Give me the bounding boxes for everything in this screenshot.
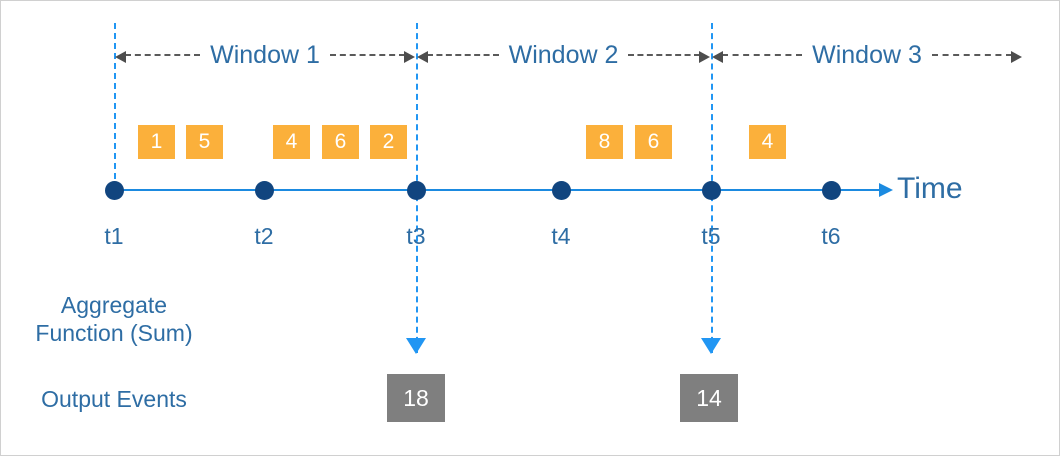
window-span-2: Window 2 — [417, 41, 711, 69]
timeline-tick-label-t5: t5 — [701, 223, 721, 249]
timeline-dot-t4 — [552, 181, 571, 200]
arrow-head-right-icon — [1011, 50, 1023, 63]
timeline-tick-label-t6: t6 — [821, 223, 841, 249]
window-label-3: Window 3 — [812, 41, 922, 69]
event-box: 4 — [749, 125, 786, 159]
event-box: 5 — [186, 125, 223, 159]
event-box: 6 — [322, 125, 359, 159]
timeline-tick-label-t1: t1 — [104, 223, 124, 249]
window-span-3: Window 3 — [712, 41, 1023, 69]
window-arrow-right-3 — [931, 50, 1023, 63]
output-box: 18 — [387, 374, 445, 422]
event-box: 2 — [370, 125, 407, 159]
window-arrow-left-3 — [712, 50, 803, 63]
timeline-dot-t2 — [255, 181, 274, 200]
aggregate-function-caption: Aggregate Function (Sum) — [35, 292, 193, 346]
window-arrow-right-1 — [329, 50, 416, 63]
event-box: 4 — [273, 125, 310, 159]
timeline-arrow-icon — [879, 183, 893, 197]
timeline-tick-label-t3: t3 — [406, 223, 426, 249]
output-events-caption: Output Events — [41, 386, 187, 412]
timeline-tick-label-t2: t2 — [254, 223, 274, 249]
output-arrow-head-icon-2 — [701, 338, 721, 354]
timeline-dot-t5 — [702, 181, 721, 200]
arrow-head-right-icon — [404, 50, 416, 63]
window-label-1: Window 1 — [210, 41, 320, 69]
window-arrow-left-1 — [115, 50, 201, 63]
timeline-dot-t3 — [407, 181, 426, 200]
event-box: 1 — [138, 125, 175, 159]
window-span-1: Window 1 — [115, 41, 416, 69]
timeline-tick-label-t4: t4 — [551, 223, 571, 249]
arrow-head-left-icon — [417, 50, 428, 63]
output-box: 14 — [680, 374, 738, 422]
event-box: 8 — [586, 125, 623, 159]
arrow-head-right-icon — [699, 50, 711, 63]
arrow-head-left-icon — [712, 50, 723, 63]
timeline-dot-t1 — [105, 181, 124, 200]
timeline-dot-t6 — [822, 181, 841, 200]
window-arrow-right-2 — [628, 50, 711, 63]
boundary-line-t1 — [114, 23, 116, 189]
output-arrow-head-icon-1 — [406, 338, 426, 354]
window-arrow-left-2 — [417, 50, 499, 63]
arrow-head-left-icon — [115, 50, 126, 63]
event-box: 6 — [635, 125, 672, 159]
timeline-axis — [114, 189, 882, 191]
time-axis-label: Time — [897, 172, 963, 205]
window-label-2: Window 2 — [508, 41, 619, 69]
